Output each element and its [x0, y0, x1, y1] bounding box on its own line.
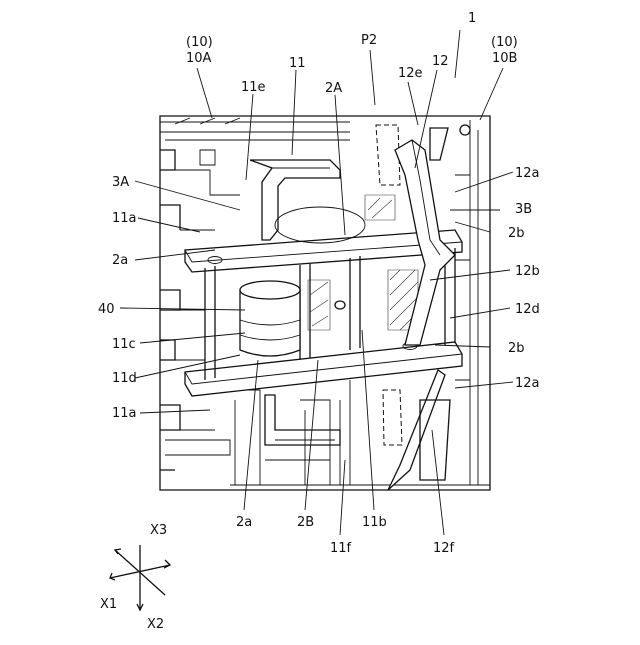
label-10a: 10A — [186, 51, 212, 66]
label-2B: 2B — [297, 515, 314, 530]
label-12e: 12e — [398, 66, 423, 81]
label-12f: 12f — [433, 541, 455, 556]
label-2b-top: 2b — [508, 226, 525, 241]
axis-indicator — [110, 545, 170, 610]
label-10a-paren: (10) — [186, 35, 213, 50]
label-10b: 10B — [492, 51, 517, 66]
label-axis-x1: X1 — [100, 597, 117, 612]
label-12: 12 — [432, 54, 449, 69]
hidden-lines — [376, 125, 402, 445]
label-40: 40 — [98, 302, 115, 317]
label-12a-bot: 12a — [515, 376, 540, 391]
label-11e: 11e — [241, 80, 266, 95]
label-3B: 3B — [515, 202, 532, 217]
label-11a-top: 11a — [112, 211, 137, 226]
label-11: 11 — [289, 56, 306, 71]
label-axis-x2: X2 — [147, 617, 164, 632]
label-12d: 12d — [515, 302, 540, 317]
label-12b: 12b — [515, 264, 540, 279]
label-11b: 11b — [362, 515, 387, 530]
label-11f: 11f — [330, 541, 352, 556]
label-2a-top: 2a — [112, 253, 128, 268]
label-2A: 2A — [325, 81, 342, 96]
label-12a-top: 12a — [515, 166, 540, 181]
label-2a-bot: 2a — [236, 515, 252, 530]
label-3A: 3A — [112, 175, 129, 190]
disc-3A — [275, 207, 365, 243]
pin — [335, 301, 345, 309]
label-axis-x3: X3 — [150, 523, 167, 538]
label-11c: 11c — [112, 337, 136, 352]
cylinder-40 — [240, 281, 300, 356]
label-11d: 11d — [112, 371, 137, 386]
label-11a-bot: 11a — [112, 406, 137, 421]
label-2b-mid: 2b — [508, 341, 525, 356]
label-p2: P2 — [361, 33, 377, 48]
leader-lines — [120, 30, 513, 535]
device-frame — [160, 116, 490, 490]
crossbar-2B — [185, 342, 462, 396]
label-1: 1 — [468, 11, 476, 26]
label-10b-paren: (10) — [491, 35, 518, 50]
